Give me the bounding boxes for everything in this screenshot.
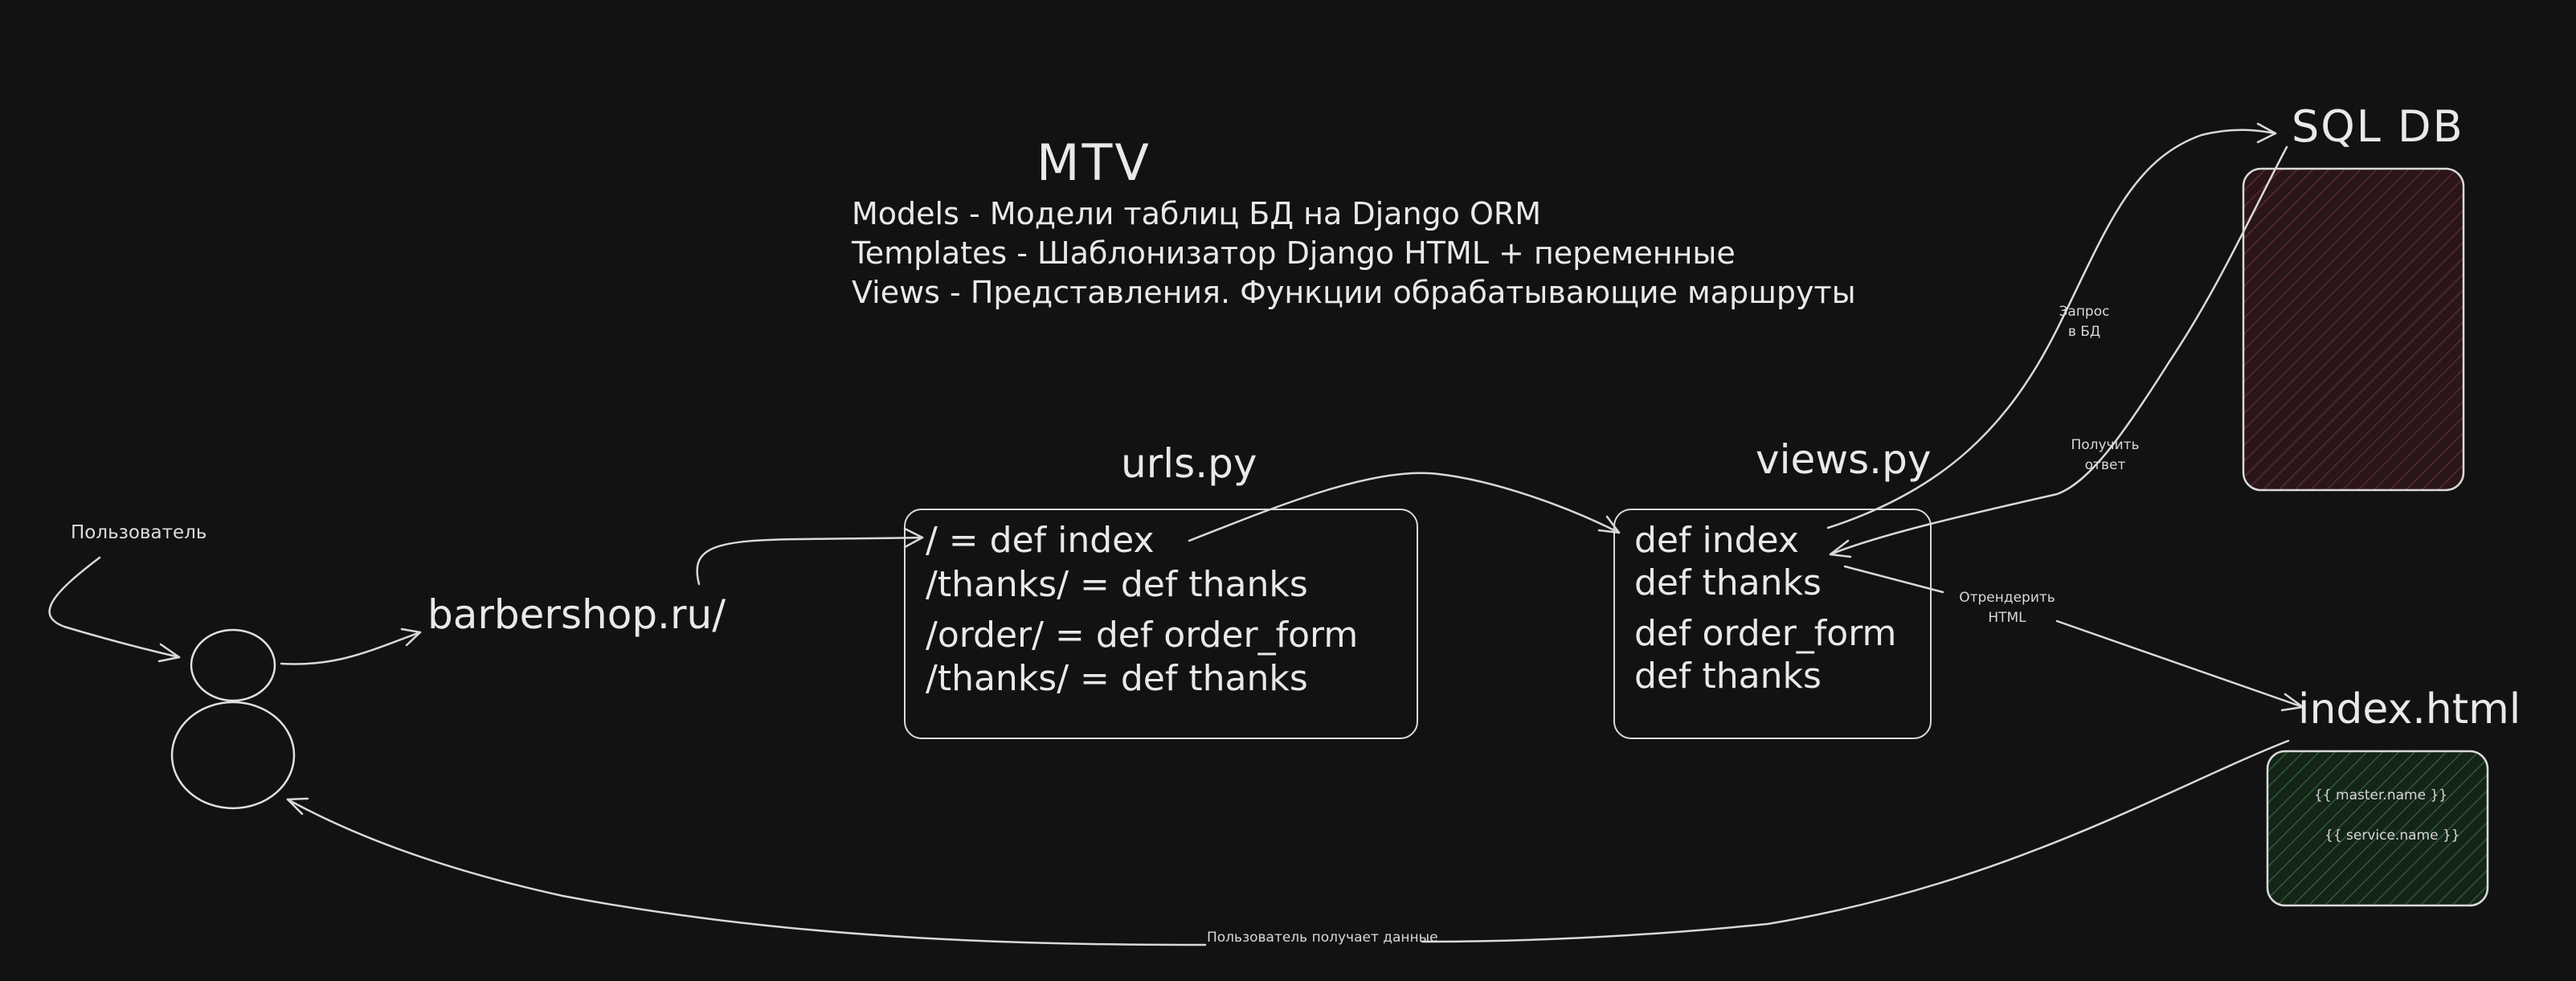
arrow-urls-to-views [1188,472,1621,542]
arrow-user-to-domain [280,631,422,665]
views-row-order: def order_form [1634,613,1897,654]
arrow-db-to-views [1829,145,2288,556]
urls-title: urls.py [1121,440,1257,487]
arrow-label-user-receives: Пользователь получает данные [1207,930,1438,946]
views-box [1613,509,1932,739]
template-box [2266,750,2489,907]
views-title: views.py [1756,436,1932,483]
urls-row-thanks-2: /thanks/ = def thanks [926,658,1308,699]
arrow-views-to-db [1826,129,2277,529]
domain-label: barbershop.ru/ [427,591,726,638]
arrow-label-response-line-1: Получить [2071,437,2140,453]
arrow-label-render-line-2: HTML [1988,609,2026,626]
urls-row-index: / = def index [926,520,1155,561]
arrow-views-to-template [1843,565,1944,594]
urls-row-order: /order/ = def order_form [926,615,1359,656]
views-row-thanks-2: def thanks [1634,656,1822,697]
arrow-template-to-user [1421,739,2290,943]
db-title: SQL DB [2292,101,2464,152]
arrow-label-render-line-1: Отрендерить [1959,590,2055,606]
mtv-models-line: Models - Модели таблиц БД на Django ORM [852,196,1542,231]
arrow-label-render: Отрендерить HTML [1959,588,2055,627]
urls-box [904,509,1418,739]
template-var-service: {{ service.name }} [2325,828,2460,844]
arrow-label-query-line-1: Запрос [2059,304,2110,320]
arrow-domain-to-urls [696,536,924,586]
template-title: index.html [2298,685,2521,734]
arrow-label-query: Запрос в БД [2052,302,2116,341]
mtv-views-line: Views - Представления. Функции обрабатыв… [852,275,1856,310]
arrow-label-to-user [48,556,181,659]
arrow-label-query-line-2: в БД [2067,323,2101,340]
user-figure-icon [170,628,296,810]
arrow-label-response-line-2: ответ [2084,456,2126,473]
views-row-thanks: def thanks [1634,562,1822,603]
mtv-templates-line: Templates - Шаблонизатор Django HTML + п… [852,235,1736,271]
arrow-label-response: Получить ответ [2067,435,2144,475]
views-row-index: def index [1634,520,1799,561]
template-var-master: {{ master.name }} [2314,787,2448,803]
db-storage-box [2242,167,2465,492]
mtv-title: MTV [1037,133,1151,192]
urls-row-thanks: /thanks/ = def thanks [926,564,1308,605]
user-label: Пользователь [71,522,207,543]
